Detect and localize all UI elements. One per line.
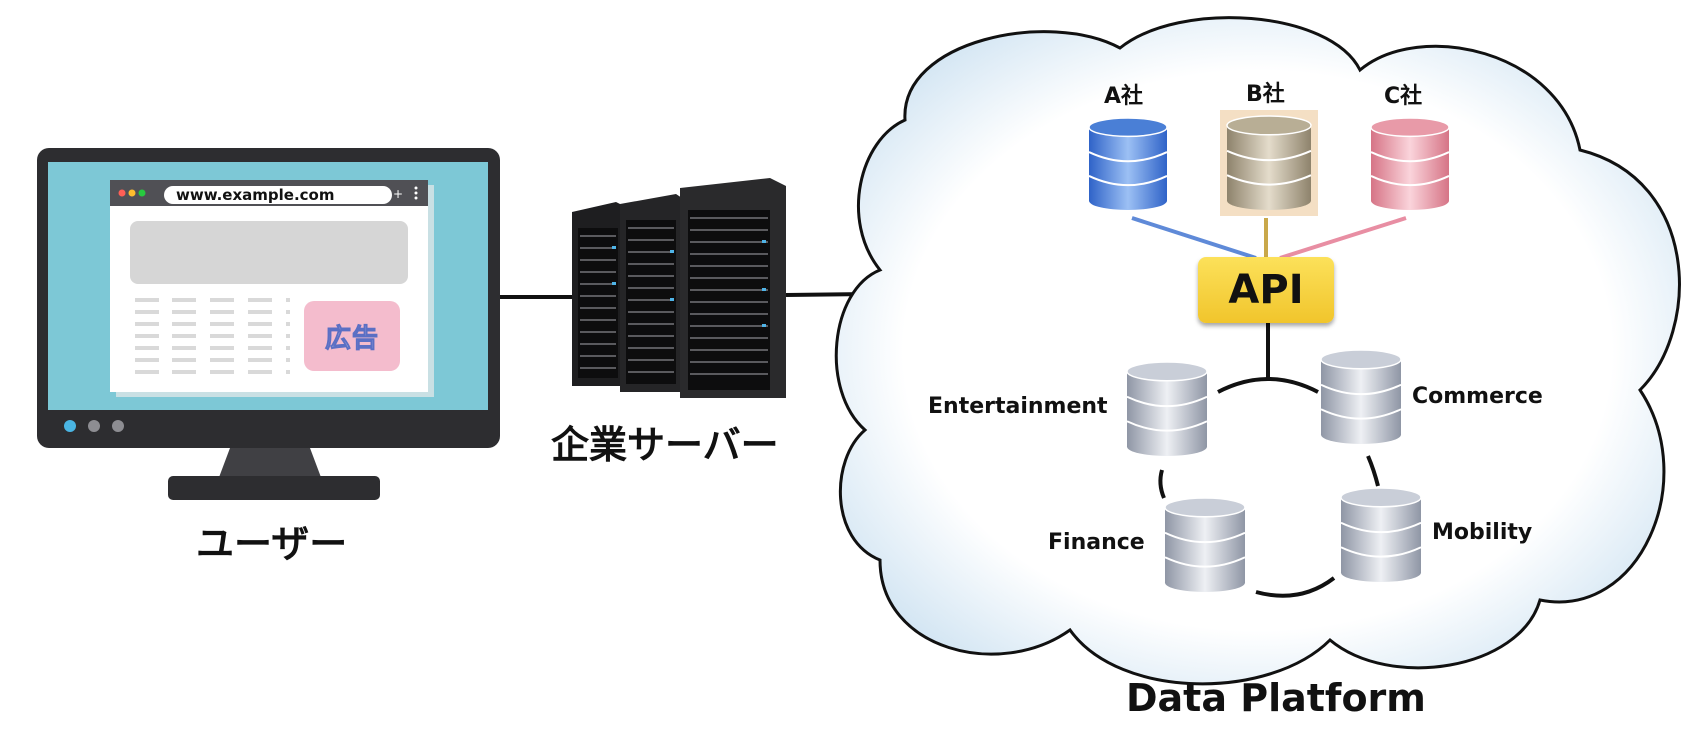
browser-banner-placeholder bbox=[130, 221, 408, 284]
monitor-stand bbox=[168, 476, 380, 500]
monitor-dot-icon bbox=[112, 420, 124, 432]
domain-ring bbox=[1158, 377, 1380, 598]
platform-label: Data Platform bbox=[1126, 676, 1426, 720]
api-box: API bbox=[1198, 257, 1334, 323]
database-icon-company-b bbox=[1226, 115, 1312, 211]
menu-icon bbox=[414, 186, 418, 190]
database-icon-entertainment bbox=[1126, 361, 1208, 456]
monitor-neck bbox=[218, 448, 322, 480]
connector-a-api bbox=[1131, 216, 1257, 260]
domain-label-commerce: Commerce bbox=[1412, 384, 1543, 409]
database-icon-finance bbox=[1164, 497, 1246, 592]
company-c-label: C社 bbox=[1384, 84, 1423, 109]
browser-url-bar: www.example.com bbox=[164, 186, 392, 204]
domain-label-mobility: Mobility bbox=[1432, 520, 1533, 545]
domain-label-finance: Finance bbox=[1048, 530, 1145, 555]
company-a-label: A社 bbox=[1104, 84, 1144, 109]
server-rack-icon bbox=[572, 178, 786, 398]
database-icon-company-a bbox=[1088, 117, 1168, 210]
cloud-shape bbox=[834, 16, 1681, 686]
server-label: 企業サーバー bbox=[551, 423, 779, 467]
database-icon-mobility bbox=[1340, 487, 1422, 582]
plus-icon: + bbox=[393, 187, 403, 201]
database-icon-company-c bbox=[1370, 117, 1450, 210]
ad-banner: 広告 bbox=[304, 301, 400, 371]
domain-label-entertainment: Entertainment bbox=[928, 394, 1108, 419]
database-icon-commerce bbox=[1320, 349, 1402, 444]
monitor-dot-icon bbox=[64, 420, 76, 432]
connector-c-api bbox=[1279, 216, 1407, 260]
browser-text-placeholder bbox=[135, 298, 290, 374]
monitor-dot-icon bbox=[88, 420, 100, 432]
user-label: ユーザー bbox=[196, 522, 348, 566]
company-b-label: B社 bbox=[1246, 82, 1285, 107]
